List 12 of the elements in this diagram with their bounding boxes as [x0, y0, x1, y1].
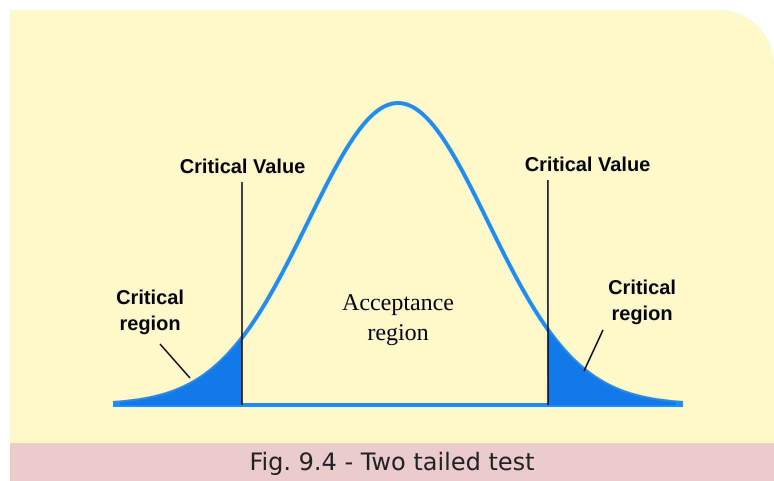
leader-line [159, 344, 191, 378]
leader-line [583, 330, 604, 372]
shaded-tail-area [120, 338, 242, 405]
region-label: Critical region [100, 285, 200, 337]
leader-line [241, 182, 243, 405]
region-label: Critical Value [505, 152, 670, 178]
region-label: Critical region [592, 275, 692, 327]
figure-caption: Fig. 9.4 - Two tailed test [10, 443, 774, 481]
region-label: Critical Value [160, 154, 325, 180]
leader-line [547, 180, 549, 405]
region-label: Acceptance region [341, 289, 455, 348]
shaded-tail-area [548, 330, 676, 405]
